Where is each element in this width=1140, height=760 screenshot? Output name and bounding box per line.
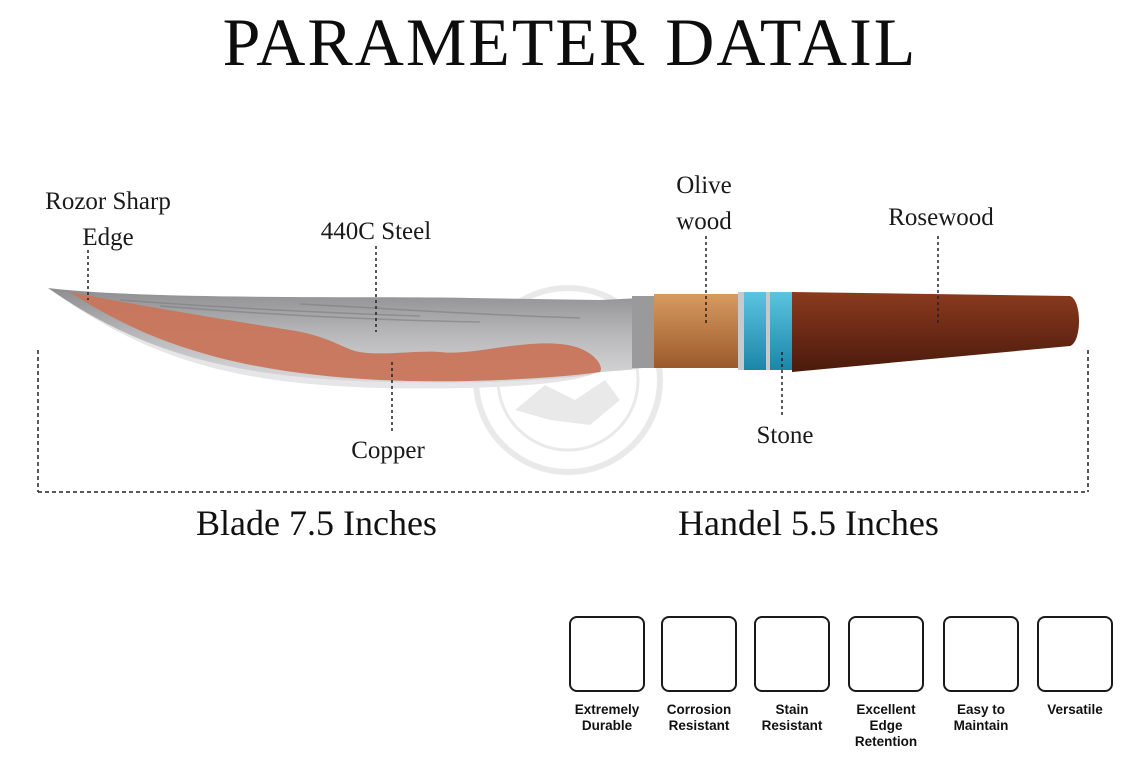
feature-stain-resistant: Stain Resistant — [754, 616, 830, 734]
feature-label: Easy to Maintain — [953, 702, 1009, 733]
feature-label: Versatile — [1047, 702, 1103, 717]
callout-steel: 440C Steel — [320, 218, 432, 245]
feature-label: Excellent Edge Retention — [854, 702, 918, 749]
handle-length: Handel 5.5 Inches — [678, 503, 939, 543]
feature-icon-box — [848, 616, 924, 692]
feature-extremely-durable: Extremely Durable — [569, 616, 645, 734]
callout-copper: Copper — [351, 437, 425, 464]
callout-olive: Olive wood — [676, 172, 732, 235]
feature-versatile: Versatile — [1037, 616, 1113, 718]
feature-label: Stain Resistant — [761, 702, 823, 733]
feature-edge-retention: Excellent Edge Retention — [848, 616, 924, 750]
callout-edge: Rozor Sharp Edge — [45, 188, 171, 251]
blade — [48, 288, 642, 389]
handle — [632, 292, 1079, 372]
blade-length: Blade 7.5 Inches — [196, 503, 437, 543]
feature-label: Extremely Durable — [574, 702, 640, 733]
feature-icon-box — [754, 616, 830, 692]
feature-corrosion-resistant: Corrosion Resistant — [661, 616, 737, 734]
callout-rosewood: Rosewood — [888, 204, 994, 231]
feature-label: Corrosion Resistant — [666, 702, 732, 733]
feature-icon-box — [1037, 616, 1113, 692]
leader-lines — [87, 236, 939, 432]
feature-icon-box — [569, 616, 645, 692]
feature-icon-box — [943, 616, 1019, 692]
feature-icon-box — [661, 616, 737, 692]
dimension-bracket — [37, 350, 1089, 493]
feature-easy-to-maintain: Easy to Maintain — [943, 616, 1019, 734]
callout-stone: Stone — [756, 422, 814, 449]
page-title: PARAMETER DATAIL — [222, 4, 918, 80]
